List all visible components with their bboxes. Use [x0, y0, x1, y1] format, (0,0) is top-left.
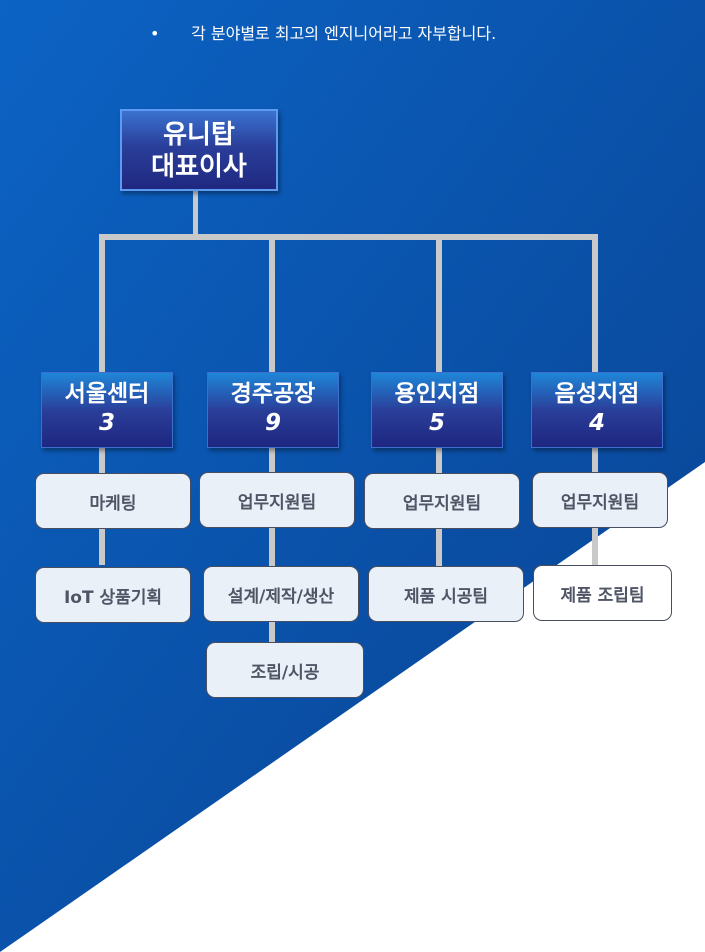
team-box-seoul-1: 마케팅 — [35, 473, 191, 529]
branch-name: 용인지점 — [394, 381, 480, 407]
branch-count: 3 — [98, 410, 115, 436]
team-box-gyeongju-1: 업무지원팀 — [199, 472, 355, 528]
ceo-box: 유니탑 대표이사 — [120, 109, 278, 191]
team-box-gyeongju-2: 설계/제작/생산 — [203, 566, 359, 622]
team-box-eumseong-1: 업무지원팀 — [532, 472, 668, 528]
horizontal-connector — [99, 234, 598, 240]
bullet-icon: • — [150, 24, 160, 43]
branch-box-gyeongju: 경주공장 9 — [207, 372, 339, 448]
team-box-seoul-2: IoT 상품기획 — [35, 567, 191, 623]
branch-name: 음성지점 — [554, 381, 640, 407]
branch-count: 4 — [588, 410, 605, 436]
branch-box-yongin: 용인지점 5 — [371, 372, 503, 448]
team-box-yongin-2: 제품 시공팀 — [368, 566, 524, 622]
branch-count: 9 — [264, 410, 281, 436]
team-box-eumseong-2: 제품 조립팀 — [533, 565, 672, 621]
branch-name: 경주공장 — [230, 381, 316, 407]
branch-name: 서울센터 — [64, 381, 150, 407]
bullet-text: • 각 분야별로 최고의 엔지니어라고 자부합니다. — [150, 20, 496, 44]
branch-box-seoul: 서울센터 3 — [41, 372, 173, 448]
ceo-connector — [193, 190, 198, 235]
bullet-text-label: 각 분야별로 최고의 엔지니어라고 자부합니다. — [191, 24, 497, 43]
ceo-company: 유니탑 — [163, 120, 235, 150]
ceo-title: 대표이사 — [151, 152, 247, 182]
branch-count: 5 — [428, 410, 445, 436]
team-box-yongin-1: 업무지원팀 — [364, 473, 520, 529]
branch-box-eumseong: 음성지점 4 — [531, 372, 663, 448]
team-box-gyeongju-3: 조립/시공 — [206, 642, 364, 698]
